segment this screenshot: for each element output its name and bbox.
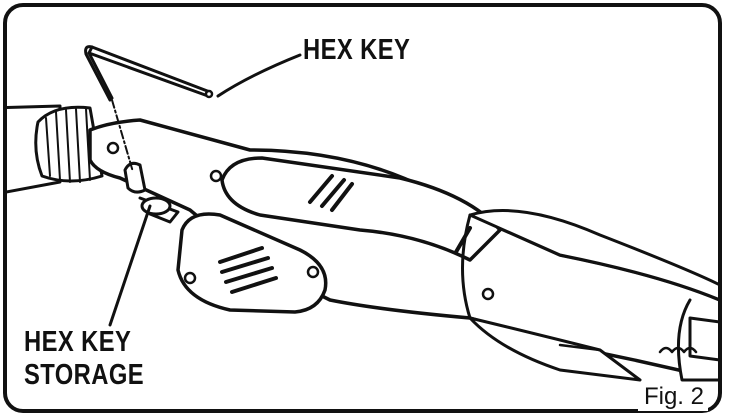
knurled-collar	[34, 105, 104, 183]
hex-key-storage-label-line1: HEX KEY	[24, 326, 132, 358]
storage-slot	[123, 161, 147, 194]
storage-leader	[108, 204, 152, 327]
insertion-path-line	[111, 99, 134, 173]
storage-recess	[140, 196, 172, 216]
hex-key-storage-label-line2: STORAGE	[24, 359, 145, 391]
side-rib	[454, 226, 472, 254]
top-grip-ribs	[308, 174, 354, 212]
front-housing	[468, 209, 718, 302]
spring	[658, 346, 698, 354]
screws	[106, 141, 495, 301]
hex-key-label: HEX KEY	[303, 34, 411, 66]
top-grip	[220, 156, 502, 262]
hex-key-leader	[216, 53, 302, 98]
hex-key-tool	[84, 45, 214, 173]
figure-label: Fig. 2	[637, 383, 708, 411]
right-shaft	[688, 316, 718, 362]
lower-grip-ribs	[218, 246, 278, 294]
